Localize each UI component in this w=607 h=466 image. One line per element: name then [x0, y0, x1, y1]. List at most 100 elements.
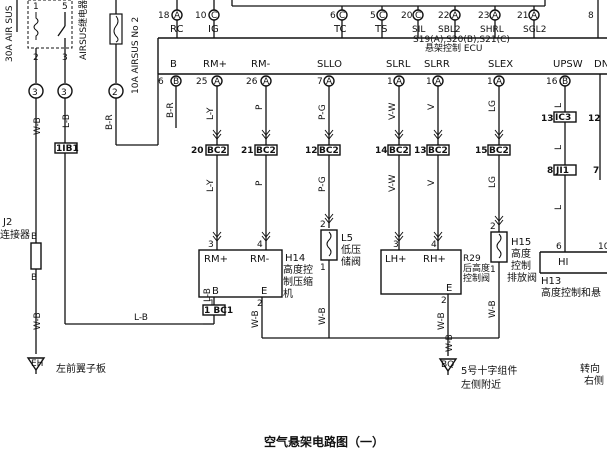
r29-name: R29 — [463, 254, 481, 264]
ecu-connector-codes: S19(A),S20(B),S21(C) — [413, 35, 510, 45]
wire-wb-label: W-B — [33, 117, 43, 135]
connector-bc2-15: 15 BC2 — [475, 144, 511, 156]
svg-text:A: A — [214, 77, 221, 87]
h14-in-rmplus: RM+ — [204, 254, 228, 265]
svg-text:10: 10 — [195, 11, 207, 21]
l5-desc-2: 储阀 — [341, 255, 361, 268]
svg-text:26: 26 — [246, 77, 258, 87]
svg-text:1: 1 — [426, 77, 432, 87]
connector-ib1: 1IB1 — [54, 142, 79, 154]
wire-br2-label: B-R — [166, 102, 176, 118]
wire-lb-label: L-B — [62, 114, 72, 128]
ecu-pin-sgl2: 21 A SGL2 — [517, 6, 546, 38]
ecu-pin-rc: 18 A RC — [158, 0, 183, 38]
wire-lg2-label: LG — [488, 176, 498, 188]
ground-eh-symbol: EH — [26, 357, 46, 374]
svg-text:1: 1 — [487, 77, 493, 87]
wire-l-lower-label: L — [554, 205, 564, 210]
ecu-label-rmminus: RM- — [251, 59, 271, 70]
svg-text:C: C — [415, 11, 421, 21]
relay-pin-5: 5 — [62, 2, 68, 12]
svg-text:B: B — [173, 77, 179, 87]
r29-in-lhplus: LH+ — [385, 254, 406, 265]
ecu-label-slrl: SLRL — [386, 59, 411, 70]
h14-name: H14 — [285, 253, 305, 264]
svg-text:B: B — [562, 77, 568, 87]
wire-vw-label: V-W — [388, 102, 398, 120]
svg-text:SIL: SIL — [412, 25, 425, 35]
r29-rear-height-valve — [380, 249, 462, 295]
svg-text:C: C — [379, 11, 385, 21]
svg-text:SHRL: SHRL — [480, 25, 504, 35]
svg-text:25: 25 — [196, 77, 207, 87]
connector-right-12: 12 — [588, 114, 601, 124]
connector-bc2-14: 14 BC2 — [375, 144, 411, 156]
h14-pin-1: 1 — [209, 299, 215, 309]
svg-text:EH: EH — [31, 359, 43, 369]
h15-pin-2: 2 — [490, 222, 496, 232]
ecu-label-rmplus: RM+ — [203, 59, 227, 70]
ecu-pin-sil: 20 C SIL — [401, 6, 425, 38]
relay-coil — [33, 12, 39, 40]
svg-text:C: C — [339, 11, 345, 21]
r29-pin-2: 2 — [441, 296, 447, 306]
splice-3a-label: 3 — [32, 88, 38, 98]
svg-text:TS: TS — [374, 24, 387, 35]
svg-text:A: A — [452, 11, 459, 21]
wire-lg-label: LG — [488, 100, 498, 112]
svg-text:13: 13 — [541, 114, 554, 124]
connector-bc2-12: 12 BC2 — [305, 144, 341, 156]
svg-text:BC2: BC2 — [389, 146, 409, 156]
connector-bc2-20: 20 BC2 — [191, 144, 229, 156]
h14-pin-3: 3 — [208, 240, 214, 250]
wire-v2-label: V — [427, 179, 437, 186]
ecu-bottom-pin-6b: 6 B — [158, 75, 182, 87]
svg-text:20: 20 — [191, 146, 204, 156]
r29-pin-3: 3 — [393, 240, 399, 250]
wire-pg-label: P-G — [318, 104, 328, 120]
right-edge-text-2: 右侧 — [584, 374, 604, 387]
connector-bc2-13: 13 BC2 — [414, 144, 450, 156]
svg-text:20: 20 — [401, 11, 413, 21]
wire-vw2-label: V-W — [388, 174, 398, 192]
j2-pin-top: B — [31, 232, 37, 242]
chevron-arrows-bottom — [212, 213, 504, 242]
svg-text:12: 12 — [305, 146, 318, 156]
relay-label: AIRSUS继电器 — [77, 0, 89, 60]
svg-text:8: 8 — [547, 166, 553, 176]
ecu-pin-shrl: 23 A SHRL — [478, 6, 504, 38]
svg-text:1: 1 — [387, 77, 393, 87]
ecu-name: 悬架控制 ECU — [425, 42, 482, 54]
wire-wb3-label: W-B — [437, 312, 447, 330]
svg-text:A: A — [435, 77, 442, 87]
ecu-label-slrr: SLRR — [424, 59, 450, 70]
svg-text:A: A — [174, 11, 181, 21]
l5-name: L5 — [341, 233, 353, 244]
h15-desc-1: 高度 — [511, 247, 531, 260]
svg-text:BC2: BC2 — [489, 146, 509, 156]
wire-p2-label: P — [255, 180, 265, 186]
j2-label: J2 — [2, 217, 12, 228]
chevron-arrows-top — [212, 129, 504, 140]
svg-text:13: 13 — [414, 146, 427, 156]
svg-text:RC: RC — [170, 24, 183, 35]
svg-text:IC3: IC3 — [555, 113, 571, 123]
j2-connector — [30, 242, 42, 270]
ecu-label-b: B — [170, 59, 177, 70]
svg-text:14: 14 — [375, 146, 388, 156]
svg-text:BC2: BC2 — [319, 146, 339, 156]
connector-bc1: 1 BC1 — [202, 304, 233, 316]
wire-br-label: B-R — [105, 114, 115, 130]
ecu-pin-ig: 10 C IG — [195, 0, 220, 38]
h15-desc-2: 控制 — [511, 259, 531, 272]
relay-pin-1: 1 — [33, 2, 39, 12]
ecu-label-sllo: SLLO — [317, 59, 342, 70]
ecu-label-upsw: UPSW — [553, 59, 583, 70]
r29-desc-2: 控制阀 — [463, 272, 490, 284]
wire-wb4-label: W-B — [488, 300, 498, 318]
svg-text:6: 6 — [330, 11, 336, 21]
connector-bc2-21: 21 BC2 — [241, 144, 278, 156]
fuse-10a-element — [113, 15, 119, 43]
h13-name: H13 — [541, 276, 561, 287]
